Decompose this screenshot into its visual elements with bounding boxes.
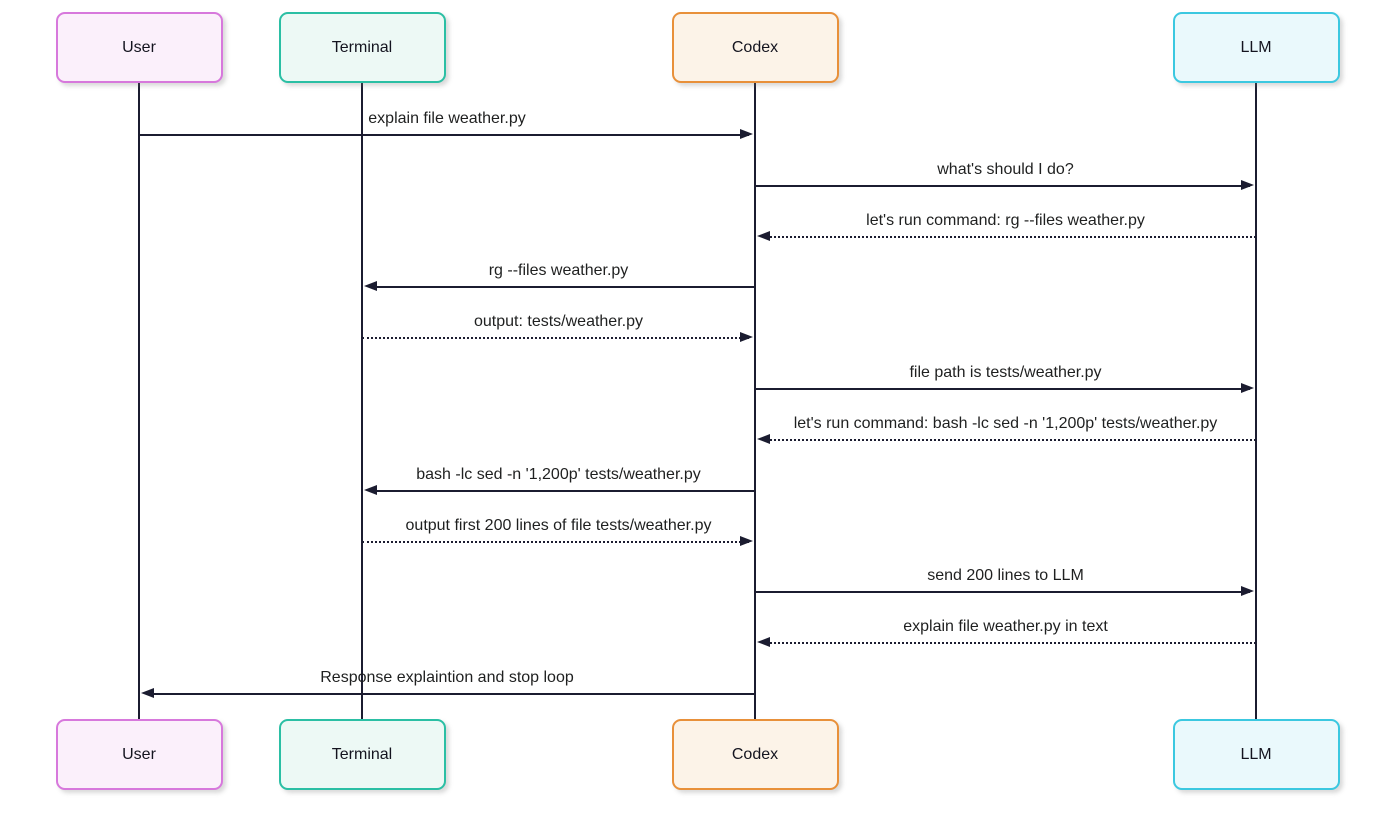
arrowhead-icon <box>141 688 154 698</box>
actor-label-llm: LLM <box>1240 745 1272 763</box>
message-line-solid <box>139 134 749 136</box>
message-label-1: what's should I do? <box>937 161 1074 178</box>
message-label-11: Response explaintion and stop loop <box>320 669 574 686</box>
message-label-8: output first 200 lines of file tests/wea… <box>405 517 712 534</box>
message-label-4: output: tests/weather.py <box>474 313 643 330</box>
message-line-solid <box>755 185 1250 187</box>
actor-box-llm-top: LLM <box>1172 12 1340 83</box>
actor-box-terminal-top: Terminal <box>278 12 446 83</box>
arrowhead-icon <box>1241 180 1254 190</box>
actor-box-user-top: User <box>55 12 223 83</box>
lifeline-user <box>138 82 140 720</box>
message-line-dotted <box>763 439 1256 441</box>
actor-label-codex: Codex <box>731 38 779 56</box>
actor-box-codex-top: Codex <box>671 12 839 83</box>
actor-label-user: User <box>122 745 156 763</box>
message-label-6: let's run command: bash -lc sed -n '1,20… <box>793 415 1218 432</box>
arrowhead-icon <box>740 129 753 139</box>
arrowhead-icon <box>1241 586 1254 596</box>
message-label-7: bash -lc sed -n '1,200p' tests/weather.p… <box>416 466 701 483</box>
arrowhead-icon <box>740 332 753 342</box>
arrowhead-icon <box>757 231 770 241</box>
arrowhead-icon <box>757 637 770 647</box>
arrowhead-icon <box>1241 383 1254 393</box>
arrowhead-icon <box>364 485 377 495</box>
message-line-solid <box>755 388 1250 390</box>
message-label-3: rg --files weather.py <box>488 262 629 279</box>
actor-label-terminal: Terminal <box>331 745 393 763</box>
message-line-dotted <box>362 337 749 339</box>
message-label-2: let's run command: rg --files weather.py <box>866 212 1145 229</box>
actor-label-llm: LLM <box>1240 38 1272 56</box>
arrowhead-icon <box>364 281 377 291</box>
message-line-dotted <box>362 541 749 543</box>
message-label-0: explain file weather.py <box>368 110 526 127</box>
actor-box-terminal-bottom: Terminal <box>278 719 446 790</box>
message-label-5: file path is tests/weather.py <box>909 364 1102 381</box>
actor-label-codex: Codex <box>731 745 779 763</box>
actor-label-terminal: Terminal <box>331 38 393 56</box>
arrowhead-icon <box>740 536 753 546</box>
message-line-solid <box>370 286 755 288</box>
actor-box-llm-bottom: LLM <box>1172 719 1340 790</box>
message-line-solid <box>755 591 1250 593</box>
message-line-dotted <box>763 642 1256 644</box>
actor-box-user-bottom: User <box>55 719 223 790</box>
lifeline-codex <box>754 82 756 720</box>
message-label-9: send 200 lines to LLM <box>927 567 1084 584</box>
message-line-solid <box>147 693 755 695</box>
lifeline-terminal <box>361 82 363 720</box>
message-line-dotted <box>763 236 1256 238</box>
lifeline-llm <box>1255 82 1257 720</box>
message-line-solid <box>370 490 755 492</box>
actor-box-codex-bottom: Codex <box>671 719 839 790</box>
arrowhead-icon <box>757 434 770 444</box>
message-label-10: explain file weather.py in text <box>903 618 1108 635</box>
actor-label-user: User <box>122 38 156 56</box>
